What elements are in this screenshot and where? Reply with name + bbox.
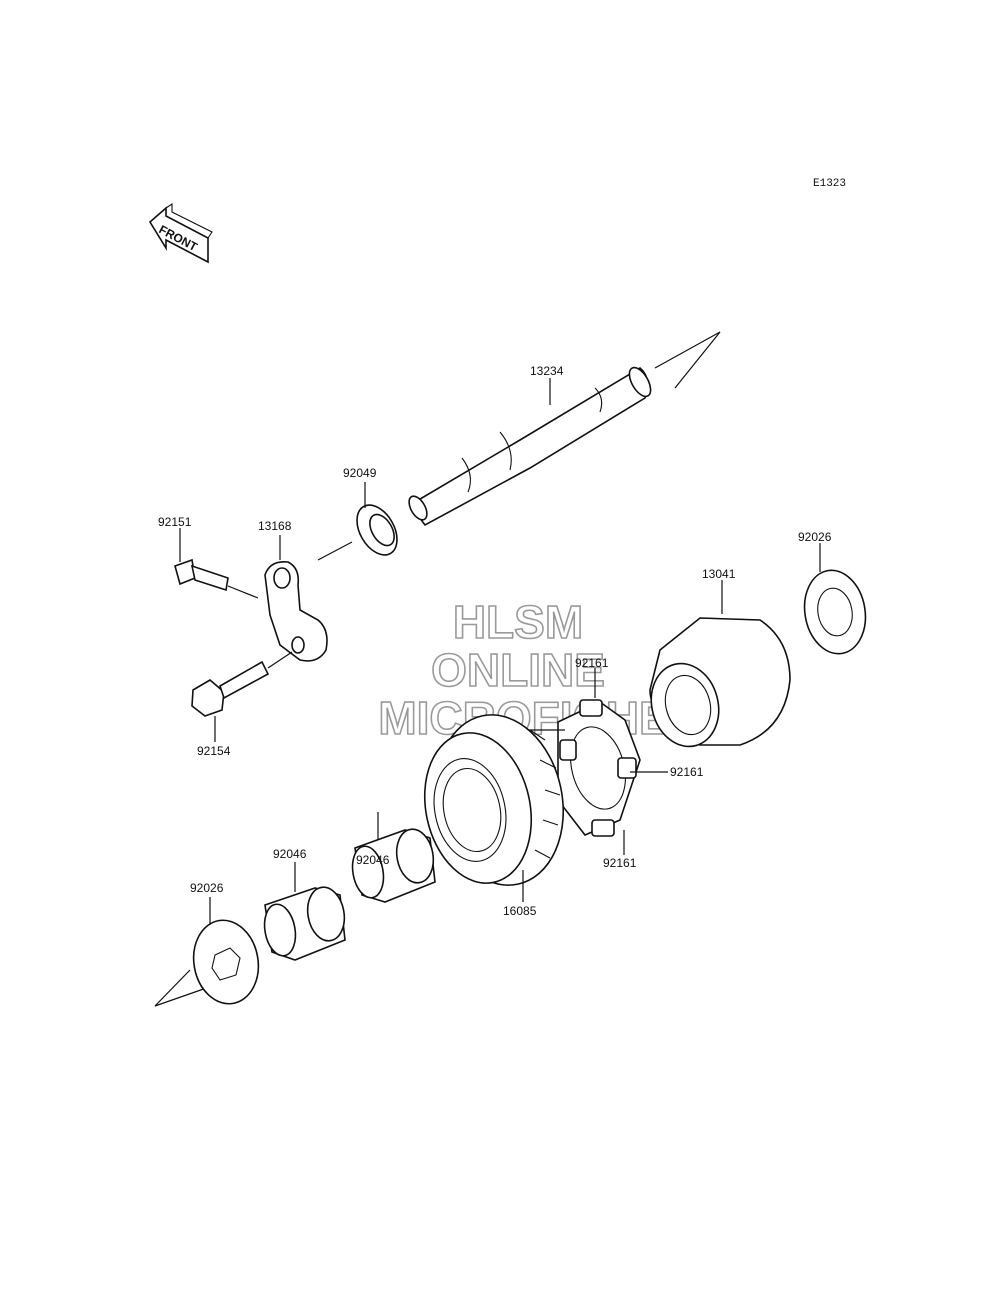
washer-left-92026: 92026 [190, 881, 260, 1005]
needle-bearing-upper-92046: 92046 [351, 812, 436, 903]
label-damper-right: 92161 [670, 765, 704, 779]
front-arrow-icon: FRONT [148, 202, 213, 264]
label-damper-bottom: 92161 [603, 856, 637, 870]
label-bearing: 92049 [343, 466, 377, 480]
gear-16085: 16085 [423, 714, 565, 918]
bearing-92049: 92049 [317, 466, 398, 561]
shaft-13234: 13234 [408, 364, 652, 527]
label-lever: 13168 [258, 519, 292, 533]
watermark-line-2: ONLINE [431, 644, 605, 696]
label-washer-left: 92026 [190, 881, 224, 895]
needle-bearing-lower-92046: 92046 [263, 847, 346, 961]
label-hub: 13041 [702, 567, 736, 581]
damper-ring-92161 [557, 699, 641, 837]
washer-right-92026: 92026 [798, 530, 867, 655]
label-needle-bearing-lower: 92046 [273, 847, 307, 861]
watermark-line-1: HLSM [453, 596, 583, 648]
axis-arrow-bottom [154, 969, 216, 1007]
hub-13041: 13041 [649, 567, 791, 748]
label-washer-right: 92026 [798, 530, 832, 544]
bolt-92154: 92154 [191, 651, 293, 758]
axis-arrow-top [654, 331, 721, 389]
label-bolt-bottom: 92154 [197, 744, 231, 758]
lever-13168: 13168 [258, 519, 328, 662]
diagram-code: E1323 [813, 178, 846, 190]
label-shaft: 13234 [530, 364, 564, 378]
label-needle-bearing-upper: 92046 [356, 853, 390, 867]
label-gear: 16085 [503, 904, 537, 918]
label-damper-top: 92161 [575, 656, 609, 670]
bolt-92151: 92151 [158, 515, 259, 599]
label-bolt-top: 92151 [158, 515, 192, 529]
